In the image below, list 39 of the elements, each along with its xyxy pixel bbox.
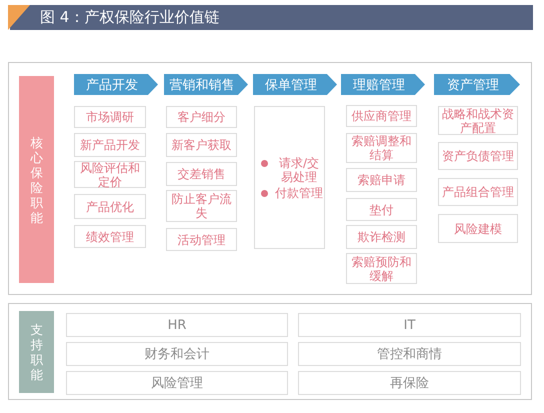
function-box: 风险管理 xyxy=(66,371,288,395)
function-box: 防止客户流失 xyxy=(166,190,237,222)
function-text: 付款管理 xyxy=(274,186,324,200)
function-box: 索赔调整和结算 xyxy=(346,133,417,163)
chevron-header: 理赔管理 xyxy=(341,74,425,95)
vertical-label-bar: 核心保险职能 xyxy=(19,76,54,283)
chevron-header: 资产管理 xyxy=(434,74,520,95)
chevron-header: 营销和销售 xyxy=(164,74,248,95)
function-box xyxy=(254,106,325,249)
function-box: 资产负债管理 xyxy=(438,142,518,170)
panel-frame xyxy=(8,303,532,400)
function-text: 请求/交易处理 xyxy=(278,156,320,184)
function-box: 供应商管理 xyxy=(346,105,417,127)
function-box: 管控和商情 xyxy=(298,342,521,366)
function-box: 欺诈检测 xyxy=(346,225,417,249)
function-box: 产品组合管理 xyxy=(438,178,518,206)
function-box: 索赔预防和缓解 xyxy=(346,253,417,284)
function-box: 战略和战术资产配置 xyxy=(438,106,518,135)
function-box: 活动管理 xyxy=(166,228,237,251)
function-box: IT xyxy=(298,313,521,337)
function-box: HR xyxy=(66,313,288,337)
function-box: 交差销售 xyxy=(166,162,237,186)
vertical-label-bar: 支持职能 xyxy=(19,311,54,393)
function-box: 新客户获取 xyxy=(166,133,237,157)
title: 图 4：产权保险行业价值链 xyxy=(40,8,220,27)
function-box: 垫付 xyxy=(346,198,417,221)
function-box: 新产品开发 xyxy=(74,133,146,157)
function-box: 再保险 xyxy=(298,371,521,395)
function-box: 绩效管理 xyxy=(74,225,146,248)
chevron-header: 产品开发 xyxy=(74,74,158,95)
function-box: 市场调研 xyxy=(74,106,146,128)
function-box: 风险建模 xyxy=(438,214,518,243)
function-box: 产品优化 xyxy=(74,194,146,219)
function-box: 客户细分 xyxy=(166,106,237,128)
panel-frame xyxy=(8,62,532,295)
chevron-header: 保单管理 xyxy=(253,74,337,95)
function-box: 风险评估和定价 xyxy=(74,161,146,188)
function-box: 财务和会计 xyxy=(66,342,288,366)
function-box: 索赔申请 xyxy=(346,168,417,192)
